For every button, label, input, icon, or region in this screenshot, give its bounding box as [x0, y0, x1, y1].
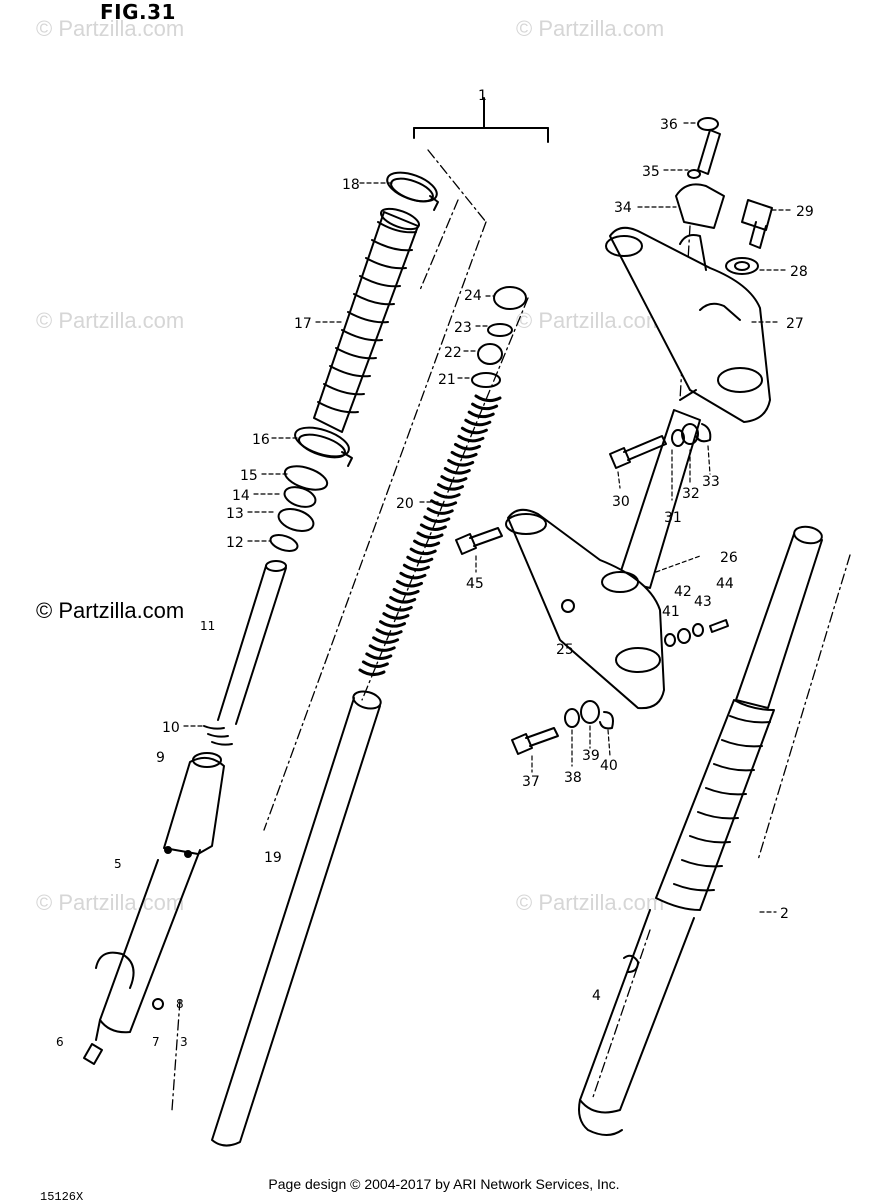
part-label: 16: [252, 432, 270, 448]
fork-leg-left: [83, 752, 225, 1065]
part-label: 40: [600, 758, 618, 774]
fork-boot-upper: [313, 207, 420, 433]
figure-title: FIG.31: [100, 0, 176, 24]
part-label: 37: [522, 774, 540, 790]
upper-bracket: [605, 226, 771, 423]
cap-parts: [471, 286, 527, 388]
part-label: 39: [582, 748, 600, 764]
part-label: 34: [614, 200, 632, 216]
part-label: 13: [226, 506, 244, 522]
part-label: 45: [466, 576, 484, 592]
part-label: 3: [180, 1035, 188, 1049]
bolts: [455, 435, 667, 755]
part-label: 30: [612, 494, 630, 510]
part-label: 12: [226, 535, 244, 551]
part-label: 38: [564, 770, 582, 786]
steering-stem: [617, 389, 701, 589]
part-label: 6: [56, 1035, 64, 1049]
part-label: 10: [162, 720, 180, 736]
part-label: 5: [114, 857, 122, 871]
seal-stack: [269, 465, 329, 552]
part-label: 17: [294, 316, 312, 332]
part-label: 22: [444, 345, 462, 361]
footer-copyright: Page design © 2004-2017 by ARI Network S…: [268, 1176, 620, 1192]
part-label: 2: [780, 906, 789, 922]
part-label: 43: [694, 594, 712, 610]
part-label: 7: [152, 1035, 160, 1049]
part-label: 44: [716, 576, 734, 592]
clamp-ring-part: [386, 171, 439, 211]
part-label: 19: [264, 850, 282, 866]
watermark: © Partzilla.com: [36, 890, 185, 915]
part-label: 41: [662, 604, 680, 620]
part-label: 18: [342, 177, 360, 193]
part-label: 24: [464, 288, 482, 304]
part-label: 36: [660, 117, 678, 133]
watermark: © Partzilla.com: [516, 890, 665, 915]
assembly-bracket: [413, 97, 549, 143]
part-label: 27: [786, 316, 804, 332]
part-label: 1: [478, 88, 487, 104]
part-label: 4: [592, 988, 601, 1004]
part-label: 35: [642, 164, 660, 180]
part-label: 33: [702, 474, 720, 490]
part-label: 28: [790, 264, 808, 280]
handlebar-clamp: [675, 117, 725, 229]
part-labels: 1 2 3 4 5 6 7 8 9 10 11 12 13 14 15 16 1…: [56, 88, 814, 1049]
part-label: 21: [438, 372, 456, 388]
part-label: 42: [674, 584, 692, 600]
watermark: © Partzilla.com: [516, 308, 665, 333]
watermark: © Partzilla.com: [516, 16, 665, 41]
part-label: 9: [156, 750, 165, 766]
part-label: 26: [720, 550, 738, 566]
fork-spring: [358, 394, 502, 677]
part-label: 29: [796, 204, 814, 220]
part-label: 11: [200, 619, 215, 633]
watermark: © Partzilla.com: [36, 308, 185, 333]
part-label: 14: [232, 488, 250, 504]
leader-lines: [183, 122, 793, 913]
diagram-code: 15126X: [40, 1190, 84, 1204]
part-label: 8: [176, 997, 184, 1011]
part-label: 20: [396, 496, 414, 512]
clamp-part: [294, 426, 353, 467]
lower-bracket: [505, 508, 665, 710]
bolt-29: [725, 199, 773, 275]
watermark: © Partzilla.com: [36, 16, 185, 41]
part-label: 15: [240, 468, 258, 484]
part-label: 23: [454, 320, 472, 336]
inner-tube-left: [211, 690, 382, 1147]
part-label: 31: [664, 510, 682, 526]
washers: [564, 423, 729, 730]
part-label: 32: [682, 486, 700, 502]
part-label: 25: [556, 642, 574, 658]
damper-rod: [203, 560, 287, 746]
watermark: © Partzilla.com: [36, 598, 185, 623]
fork-leg-right: [578, 525, 823, 1136]
